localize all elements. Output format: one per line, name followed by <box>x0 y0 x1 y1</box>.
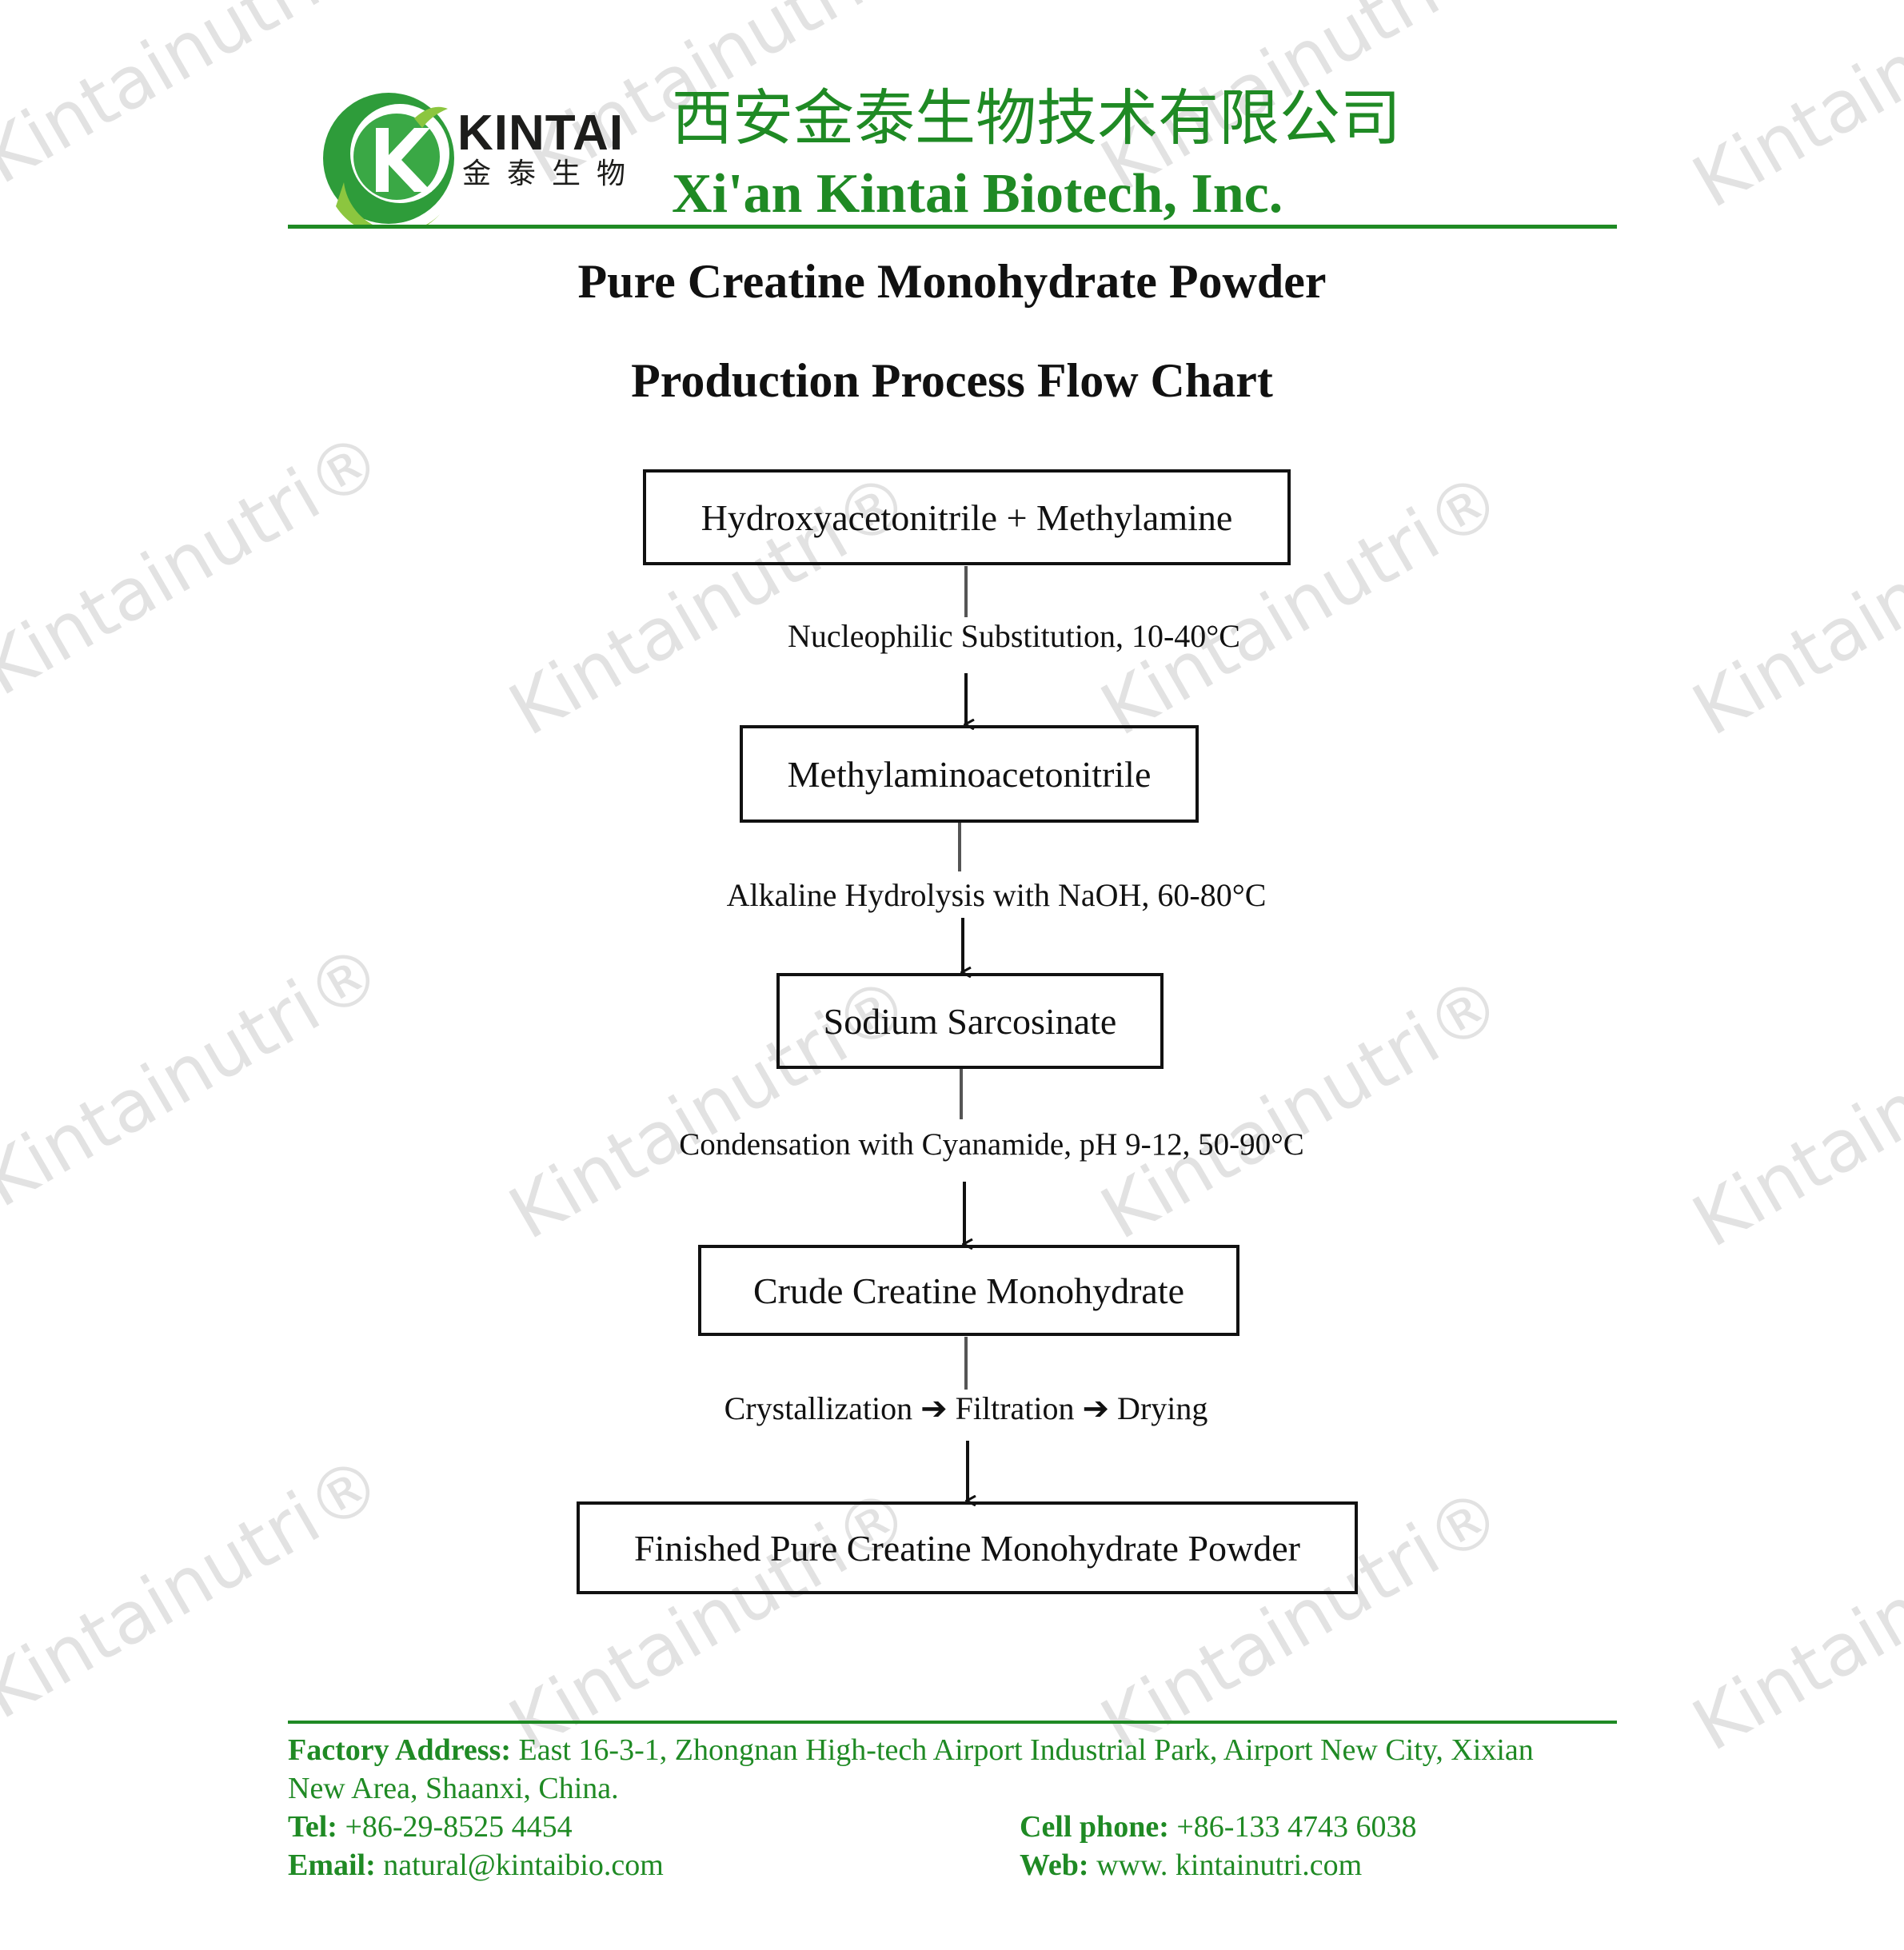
flow-node-3: Sodium Sarcosinate <box>776 973 1164 1069</box>
flow-step-label-1: Nucleophilic Substitution, 10-40°C <box>788 618 1240 654</box>
flow-node-2: Methylaminoacetonitrile <box>740 725 1199 823</box>
brand-name-cn: 金泰生物 <box>462 158 642 190</box>
cell-label: Cell phone: <box>1020 1810 1169 1844</box>
kintai-k-logo-icon <box>323 93 454 229</box>
factory-address: Factory Address: East 16-3-1, Zhongnan H… <box>288 1735 1534 1765</box>
cell-value: +86-133 4743 6038 <box>1176 1810 1417 1844</box>
email-row: Email: natural@kintaibio.com <box>288 1850 664 1880</box>
flow-step-label-3: Condensation with Cyanamide, pH 9-12, 50… <box>679 1127 1304 1162</box>
tel-label: Tel: <box>288 1810 337 1844</box>
address-line2: New Area, Shaanxi, China. <box>288 1772 619 1805</box>
flow-node-1: Hydroxyacetonitrile + Methylamine <box>643 469 1291 565</box>
footer-divider <box>288 1721 1617 1724</box>
web-link[interactable]: www. kintainutri.com <box>1096 1848 1363 1882</box>
company-name-cn: 西安金泰生物技术有限公司 <box>672 82 1401 154</box>
tel-row: Tel: +86-29-8525 4454 <box>288 1812 573 1842</box>
flow-node-5: Finished Pure Creatine Monohydrate Powde… <box>577 1501 1358 1594</box>
cell-row: Cell phone: +86-133 4743 6038 <box>1020 1812 1416 1842</box>
email-label: Email: <box>288 1848 376 1882</box>
page-subtitle: Production Process Flow Chart <box>631 354 1273 407</box>
brand-name-en: KINTAI <box>457 106 625 161</box>
flow-step-label-4: Crystallization ➔ Filtration ➔ Drying <box>724 1390 1208 1426</box>
flow-node-4: Crude Creatine Monohydrate <box>698 1245 1239 1336</box>
page-title: Pure Creatine Monohydrate Powder <box>577 255 1327 308</box>
web-label: Web: <box>1020 1848 1089 1882</box>
email-link[interactable]: natural@kintaibio.com <box>383 1848 664 1882</box>
tel-value: +86-29-8525 4454 <box>345 1810 573 1844</box>
address-line1: East 16-3-1, Zhongnan High-tech Airport … <box>518 1733 1534 1767</box>
address-label: Factory Address: <box>288 1733 511 1767</box>
company-name-en: Xi'an Kintai Biotech, Inc. <box>672 163 1283 225</box>
header-divider <box>288 225 1617 229</box>
web-row: Web: www. kintainutri.com <box>1020 1850 1362 1880</box>
flow-step-label-2: Alkaline Hydrolysis with NaOH, 60-80°C <box>726 877 1267 913</box>
